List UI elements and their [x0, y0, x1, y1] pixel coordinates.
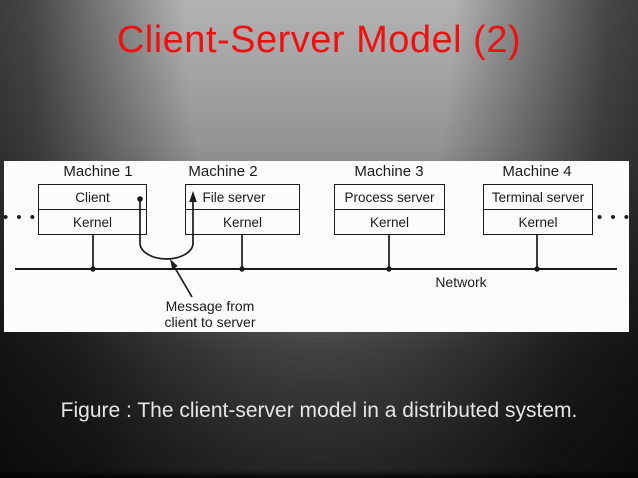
machine2-kernel-cell: Kernel [222, 214, 263, 230]
continuation-dots-left: • • • [2, 209, 38, 226]
machine2-box: File server Kernel [185, 184, 300, 235]
annotation-arrow-line [174, 267, 193, 298]
message-annotation-line1: Message from [165, 298, 255, 314]
bottom-shade [0, 470, 638, 478]
message-curve [139, 201, 194, 260]
slide-title: Client-Server Model (2) [116, 19, 522, 61]
machine1-top-cell: Client [39, 185, 146, 210]
machine1-label: Machine 1 [63, 163, 133, 180]
message-annotation-line2: client to server [164, 313, 256, 330]
machine3-box: Process server Kernel [334, 184, 445, 235]
machine1-box: Client Kernel [38, 184, 147, 235]
machine4-top-cell: Terminal server [484, 185, 592, 210]
continuation-dots-right: • • • [596, 209, 632, 226]
message-origin-dot [137, 196, 143, 202]
machine2-label: Machine 2 [188, 163, 258, 180]
machine3-top-cell: Process server [335, 185, 444, 210]
message-arrowhead-icon [189, 191, 197, 202]
junction-dot-1 [90, 266, 96, 272]
machine3-label: Machine 3 [354, 163, 424, 180]
machine4-box: Terminal server Kernel [483, 184, 593, 235]
machine4-label: Machine 4 [502, 163, 572, 180]
figure-caption: Figure : The client-server model in a di… [60, 399, 578, 422]
annotation-arrowhead-icon [170, 259, 178, 270]
message-annotation: Message from client to server [150, 298, 270, 330]
figure-panel: Machine 1 Client Kernel Machine 2 File s… [3, 161, 629, 332]
network-label: Network [435, 274, 487, 290]
junction-dot-3 [386, 266, 392, 272]
junction-dot-2 [239, 266, 245, 272]
diagram-overlay [15, 191, 617, 298]
machine4-kernel-cell: Kernel [518, 214, 558, 230]
machine3-kernel-cell: Kernel [369, 214, 410, 230]
machine2-top-cell: File server [186, 185, 299, 210]
junction-dot-4 [534, 266, 540, 272]
machine1-kernel-cell: Kernel [72, 214, 113, 230]
